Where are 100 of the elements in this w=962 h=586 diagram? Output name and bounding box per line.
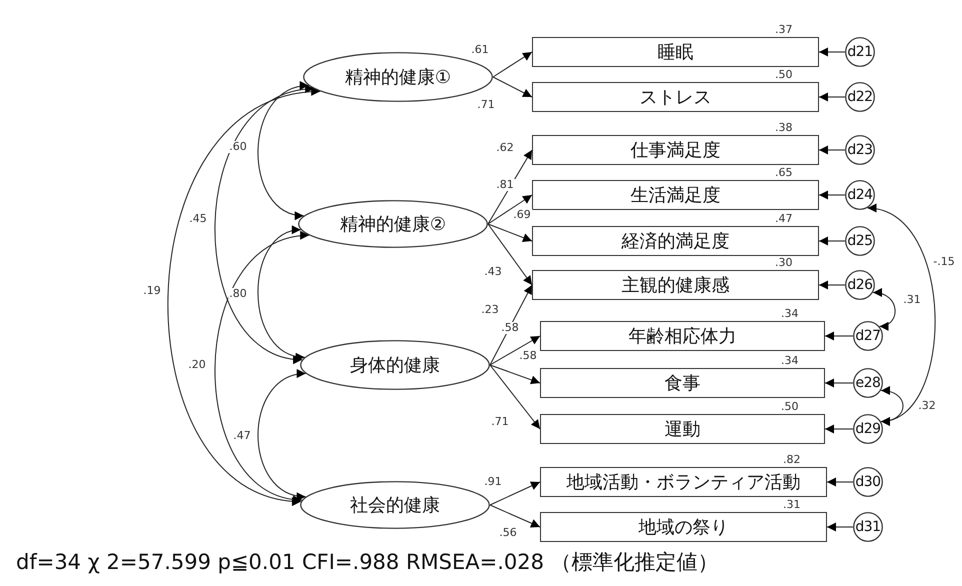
variable-label: 生活満足度	[630, 184, 720, 207]
arrow	[490, 336, 540, 366]
error-label: d30	[855, 474, 881, 490]
error-circle	[853, 467, 883, 497]
r-squared-value: .47	[775, 213, 792, 225]
edge-label: -.15	[932, 256, 956, 268]
observed-variable-box	[540, 368, 825, 398]
error-circle	[845, 135, 875, 165]
edge-label: .56	[498, 527, 518, 539]
r-squared-value: .31	[783, 499, 800, 511]
observed-variable-box	[532, 82, 819, 112]
double-headed-arrow	[258, 370, 306, 500]
edge-label: .58	[518, 350, 538, 362]
edge-label: .58	[500, 322, 520, 334]
arrow	[824, 424, 854, 434]
r-squared-value: .82	[783, 454, 800, 466]
arrow	[818, 236, 846, 246]
variable-label: 年齢相応体力	[628, 325, 736, 348]
edge-label: .23	[480, 304, 500, 316]
edge-label: .19	[142, 285, 162, 297]
observed-variable-box	[532, 37, 819, 67]
error-label: d24	[847, 187, 873, 203]
double-headed-arrow	[214, 232, 310, 503]
arrow	[818, 48, 846, 56]
edge-label: .62	[495, 142, 515, 154]
error-circle	[845, 180, 875, 210]
error-label: d22	[847, 89, 873, 105]
edge-label: .91	[483, 476, 503, 488]
r-squared-value: .50	[781, 401, 798, 413]
variable-label: 経済的満足度	[622, 230, 730, 253]
double-headed-arrow	[880, 386, 904, 426]
latent-variable-ellipse	[303, 52, 493, 102]
arrow	[824, 332, 854, 340]
arrow	[488, 194, 532, 224]
arrow	[826, 478, 854, 486]
observed-variable-box	[532, 270, 819, 300]
observed-variable-box	[532, 135, 819, 165]
error-label: d21	[847, 44, 873, 60]
edge-label: .71	[490, 416, 510, 428]
r-squared-value: .38	[775, 122, 792, 134]
latent-variable-ellipse	[298, 200, 488, 248]
variable-label: 身体的健康	[350, 354, 440, 377]
variable-label: 主観的健康感	[622, 274, 730, 297]
variable-label: 睡眠	[658, 41, 694, 64]
variable-label: 社会的健康	[350, 494, 440, 517]
error-circle	[845, 82, 875, 112]
r-squared-value: .34	[781, 308, 798, 320]
variable-label: 運動	[664, 418, 700, 441]
edge-label: .43	[483, 266, 503, 278]
error-label: d26	[847, 277, 873, 293]
r-squared-value: .34	[781, 355, 798, 367]
observed-variable-box	[540, 512, 827, 542]
edge-label: .71	[476, 99, 496, 111]
variable-label: 精神的健康②	[340, 213, 446, 236]
arrow	[824, 378, 854, 388]
latent-variable-ellipse	[300, 340, 490, 390]
variable-label: 地域活動・ボランティア活動	[566, 471, 800, 494]
error-label: d25	[847, 233, 873, 249]
error-label: d27	[855, 328, 881, 344]
r-squared-value: .50	[775, 69, 792, 81]
observed-variable-box	[540, 467, 827, 497]
edge-label: .45	[188, 213, 208, 225]
arrow	[492, 52, 532, 78]
arrow	[490, 284, 532, 366]
arrow	[826, 522, 854, 532]
fit-statistics-caption: df=34 χ 2=57.599 p≦0.01 CFI=.988 RMSEA=.028 （標準化推定値）	[16, 549, 719, 576]
double-headed-arrow	[258, 227, 306, 360]
edge-label: .81	[495, 179, 515, 191]
variable-label: ストレス	[640, 86, 712, 109]
arrow	[488, 224, 532, 286]
arrow	[490, 364, 540, 384]
observed-variable-box	[540, 414, 825, 444]
error-circle	[853, 321, 883, 351]
r-squared-value: .65	[775, 167, 792, 179]
arrow	[818, 280, 846, 290]
edge-label: .80	[228, 288, 248, 300]
error-label: d29	[855, 421, 881, 437]
observed-variable-box	[540, 321, 825, 351]
error-circle	[853, 368, 883, 398]
edge-label: .69	[512, 209, 532, 221]
observed-variable-box	[532, 226, 819, 256]
arrow	[490, 504, 540, 528]
double-headed-arrow	[872, 288, 896, 330]
error-circle	[853, 414, 883, 444]
variable-label: 地域の祭り	[638, 516, 728, 539]
edge-label: .20	[187, 359, 207, 371]
edge-label: .61	[470, 44, 490, 56]
edge-label: .60	[228, 141, 248, 153]
error-circle	[845, 37, 875, 67]
arrow	[818, 190, 846, 200]
arrow	[490, 482, 540, 506]
error-label: d31	[855, 519, 881, 535]
r-squared-value: .30	[775, 257, 792, 269]
error-circle	[845, 270, 875, 300]
double-headed-arrow	[168, 88, 321, 504]
variable-label: 精神的健康①	[344, 66, 452, 89]
arrow	[818, 92, 846, 102]
r-squared-value: .37	[775, 24, 792, 36]
variable-label: 仕事満足度	[630, 139, 720, 162]
arrow	[818, 146, 846, 154]
